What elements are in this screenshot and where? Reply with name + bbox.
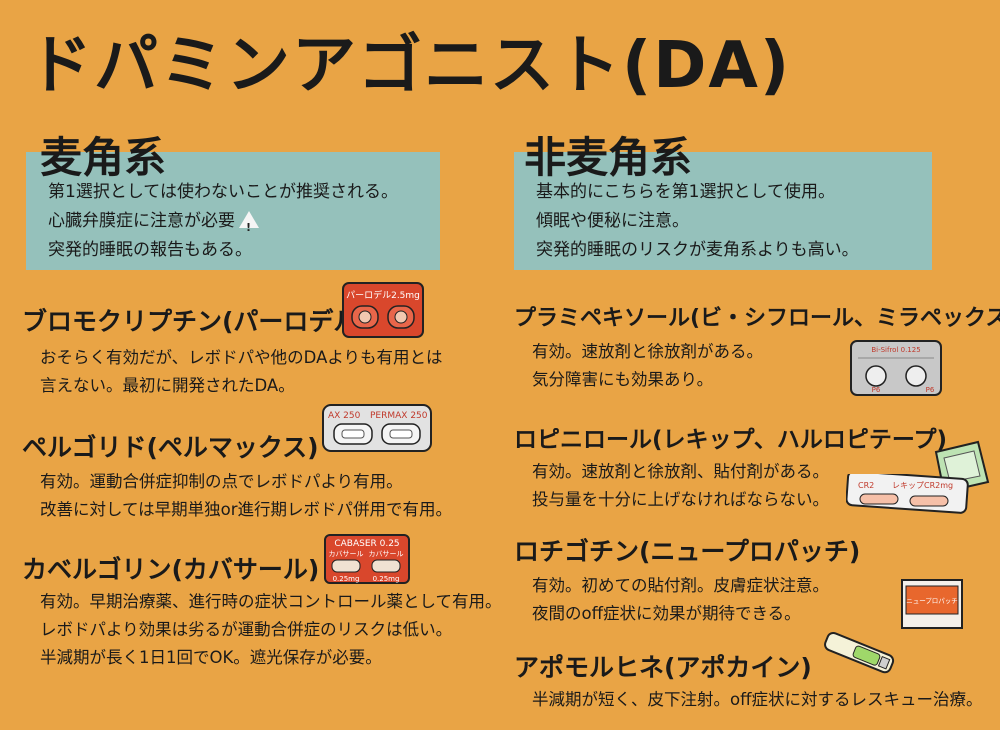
drug-desc-line: レボドパより効果は劣るが運動合併症のリスクは低い。 — [40, 620, 453, 639]
drug-bromocriptine: ブロモクリプチン(パーロデル) おそらく有効だが、レボドパや他のDAよりも有用と… — [22, 302, 443, 400]
drug-desc-line: 半減期が短く、皮下注射。off症状に対するレスキュー治療。 — [532, 690, 983, 709]
cabaser-dose-2: 0.25mg — [373, 575, 400, 583]
non-ergot-line-3: 突発的睡眠のリスクが麦角系よりも高い。 — [536, 240, 859, 260]
drug-desc-line: 言えない。最初に開発されたDA。 — [40, 376, 295, 395]
drug-name: ブロモクリプチン(パーロデル) — [22, 307, 370, 336]
drug-apomorphine: アポモルヒネ(アポカイン) 半減期が短く、皮下注射。off症状に対するレスキュー… — [514, 648, 982, 714]
neupro-label: ニュープロパッチ — [906, 597, 958, 605]
drug-name: アポモルヒネ(アポカイン) — [514, 653, 812, 682]
drug-name: ロチゴチン(ニュープロパッチ) — [514, 537, 861, 566]
drug-desc-line: 気分障害にも効果あり。 — [532, 370, 714, 389]
cabaser-sub-2: カバサール — [369, 550, 404, 558]
drug-desc-line: 有効。運動合併症抑制の点でレボドパより有用。 — [40, 472, 403, 491]
drug-desc-line: 改善に対しては早期単独or進行期レボドパ併用で有用。 — [40, 500, 453, 519]
ergot-heading: 麦角系 — [40, 133, 167, 182]
cabaser-sub-1: カバサール — [329, 550, 364, 558]
drug-name: プラミペキソール(ビ・シフロール、ミラペックス) — [514, 306, 1000, 331]
drug-pergolide: ペルゴリド(ペルマックス) 有効。運動合併症抑制の点でレボドパより有用。 改善に… — [22, 428, 452, 524]
pill-code-1: P6 — [872, 386, 881, 394]
cabaser-blister-icon: CABASER 0.25 カバサール カバサール 0.25mg 0.25mg — [324, 534, 410, 584]
permax-label-2: PERMAX 250 — [370, 411, 428, 421]
apokyn-pen-icon — [824, 631, 895, 674]
drug-name: カベルゴリン(カバサール) — [22, 555, 320, 584]
non-ergot-line-2: 傾眠や便秘に注意。 — [536, 211, 689, 231]
page-title: ドパミンアゴニスト(DA) — [28, 29, 792, 103]
drug-desc-line: 有効。速放剤と徐放剤がある。 — [532, 342, 763, 361]
ergot-summary-box: 第1選択としては使わないことが推奨される。 心臓弁膜症に注意が必要 突発的睡眠の… — [26, 152, 440, 270]
requip-label-1: CR2 — [858, 481, 874, 490]
drug-cabergoline: カベルゴリン(カバサール) 有効。早期治療薬、進行時の症状コントロール薬として有… — [22, 550, 502, 672]
requip-label-2: レキップCR2mg — [892, 481, 953, 490]
requip-blister-icon: CR2 レキップCR2mg — [846, 474, 969, 514]
drug-desc-line: 夜間のoff症状に効果が期待できる。 — [532, 604, 801, 623]
drug-name: ロピニロール(レキップ、ハルロピテープ) — [514, 427, 947, 453]
pill-code-2: P6 — [926, 386, 935, 394]
drug-name: ペルゴリド(ペルマックス) — [22, 433, 319, 462]
cabaser-label: CABASER 0.25 — [334, 539, 399, 549]
bisifrol-label: Bi-Sifrol 0.125 — [871, 346, 920, 354]
ergot-line-3: 突発的睡眠の報告もある。 — [48, 240, 252, 260]
non-ergot-summary-box: 基本的にこちらを第1選択として使用。 傾眠や便秘に注意。 突発的睡眠のリスクが麦… — [514, 152, 932, 270]
bisifrol-blister-icon: Bi-Sifrol 0.125 P6 P6 — [850, 340, 942, 396]
drug-desc-line: 半減期が長く1日1回でOK。遮光保存が必要。 — [40, 648, 382, 667]
drug-ropinirole: ロピニロール(レキップ、ハルロピテープ) 有効。速放剤と徐放剤、貼付剤がある。 … — [514, 420, 947, 514]
parlodel-label: パーロデル2.5mg — [346, 289, 420, 301]
drug-pramipexole: プラミペキソール(ビ・シフロール、ミラペックス) 有効。速放剤と徐放剤がある。 … — [514, 300, 1000, 394]
permax-blister-icon: AX 250 PERMAX 250 — [322, 404, 432, 452]
warning-icon — [239, 211, 259, 242]
drug-desc-line: 有効。速放剤と徐放剤、貼付剤がある。 — [532, 462, 829, 481]
drug-rotigotine: ロチゴチン(ニュープロパッチ) 有効。初めての貼付剤。皮膚症状注意。 夜間のof… — [514, 532, 860, 628]
ergot-line-2: 心臓弁膜症に注意が必要 — [48, 211, 235, 231]
drug-desc-line: おそらく有効だが、レボドパや他のDAよりも有用とは — [40, 348, 443, 367]
non-ergot-line-1: 基本的にこちらを第1選択として使用。 — [536, 182, 835, 202]
ergot-line-2-row: 心臓弁膜症に注意が必要 — [48, 207, 424, 242]
drug-desc-line: 投与量を十分に上げなければならない。 — [532, 490, 829, 509]
parlodel-blister-icon: パーロデル2.5mg — [342, 282, 424, 338]
neupro-patch-icon: ニュープロパッチ — [901, 579, 963, 629]
drug-desc-line: 有効。初めての貼付剤。皮膚症状注意。 — [532, 576, 829, 595]
permax-label-1: AX 250 — [328, 411, 361, 421]
drug-desc-line: 有効。早期治療薬、進行時の症状コントロール薬として有用。 — [40, 592, 502, 611]
non-ergot-heading: 非麦角系 — [524, 133, 693, 182]
ergot-line-1: 第1選択としては使わないことが推奨される。 — [48, 182, 398, 202]
cabaser-dose-1: 0.25mg — [333, 575, 360, 583]
